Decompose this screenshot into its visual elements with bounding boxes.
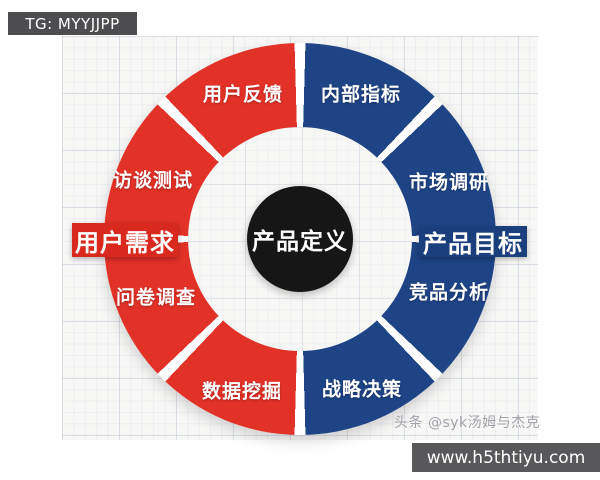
segment-label-questionnaire: 问卷调查 — [115, 286, 197, 309]
segment-label-user-feedback: 用户反馈 — [202, 83, 284, 106]
segment-label-competitor-analysis: 竞品分析 — [408, 281, 490, 304]
segment-label-market-research: 市场调研 — [408, 171, 490, 194]
bottom-right-url-banner: www.h5thtiyu.com — [412, 443, 600, 472]
segment-label-internal-metrics: 内部指标 — [320, 83, 402, 106]
center-circle: 产品定义 — [247, 186, 353, 292]
segment-label-strategic-decision: 战略决策 — [321, 378, 403, 401]
top-left-banner: TG: MYYJJPP — [8, 12, 137, 35]
segment-label-data-mining: 数据挖掘 — [201, 380, 283, 403]
author-watermark: 头条 @syk汤姆与杰克 — [394, 415, 541, 431]
segment-label-interview-testing: 访谈测试 — [112, 169, 194, 192]
group-label-user-needs: 用户需求 — [72, 223, 178, 257]
group-label-product-goals: 产品目标 — [419, 226, 527, 258]
center-label-product-definition: 产品定义 — [252, 229, 348, 255]
